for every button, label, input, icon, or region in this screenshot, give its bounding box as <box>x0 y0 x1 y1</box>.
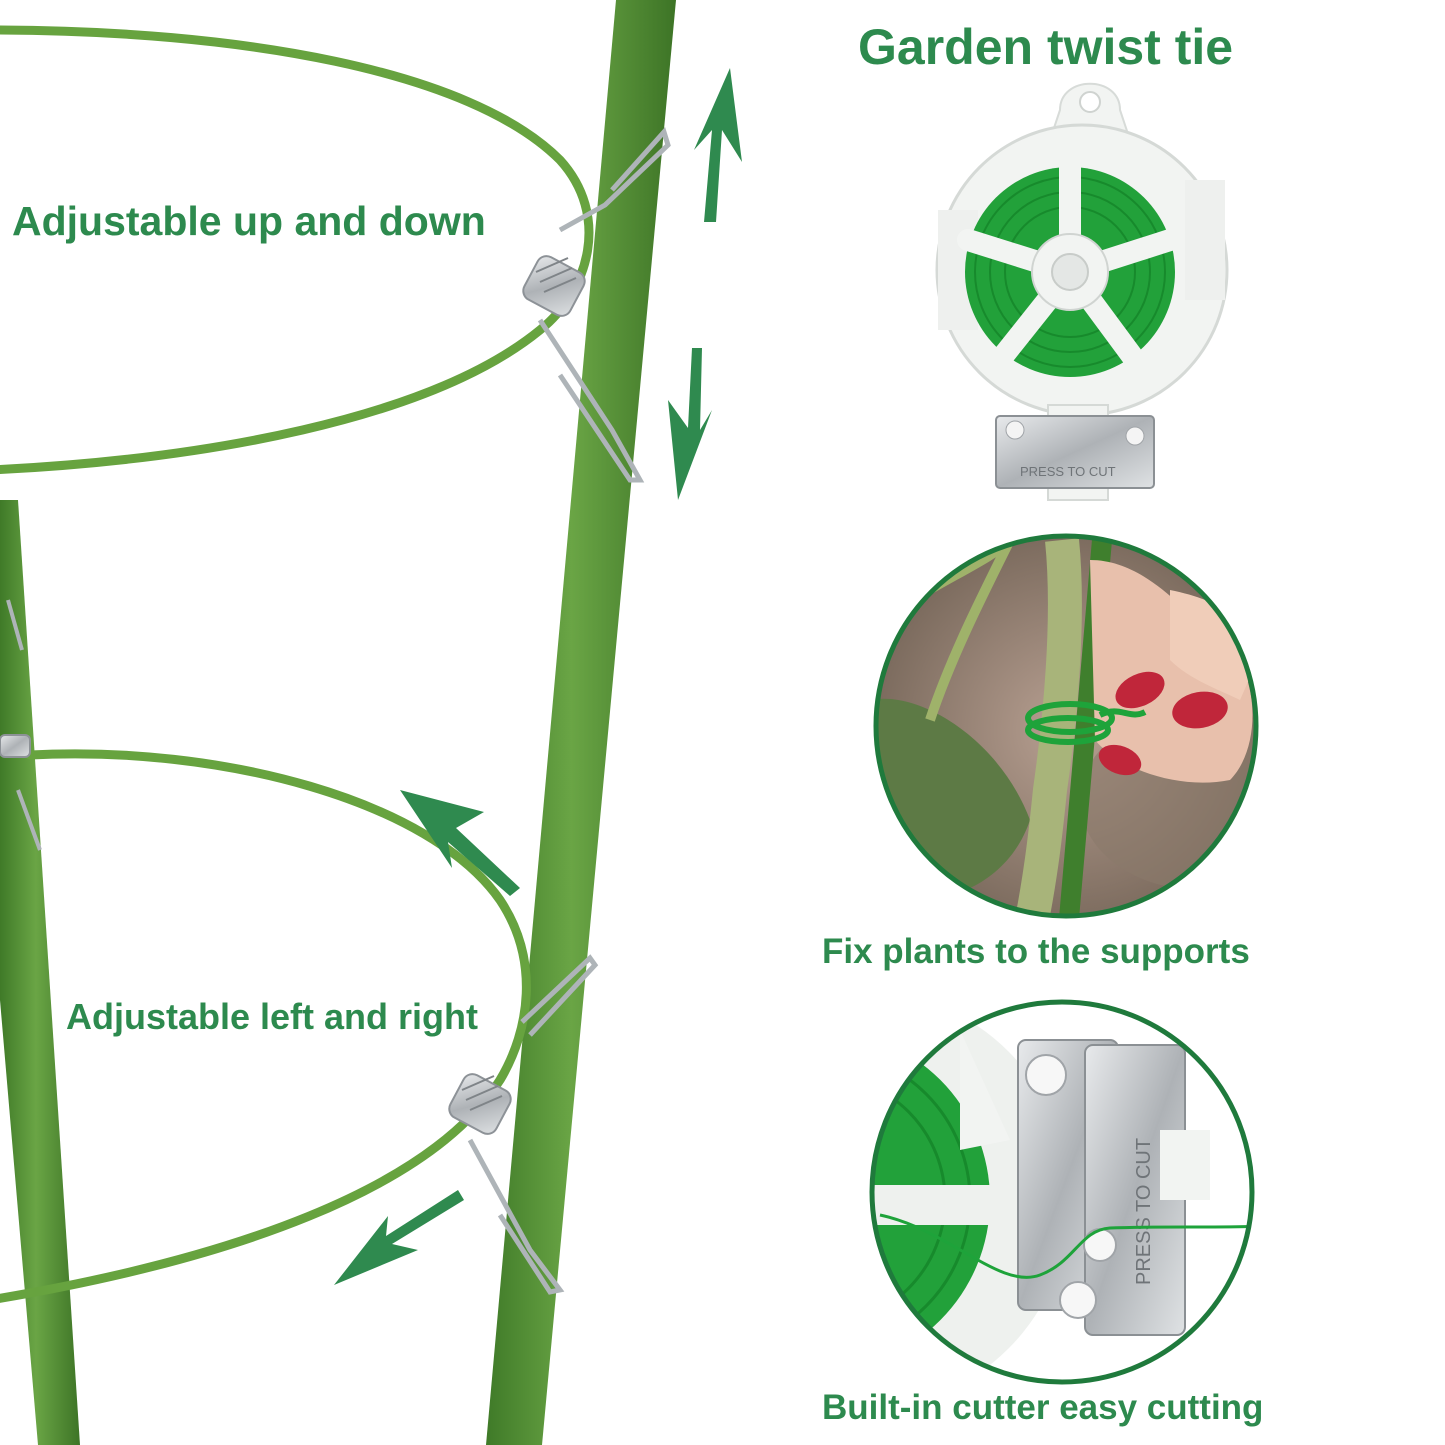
arrow-down-left-icon <box>334 1190 464 1285</box>
title: Garden twist tie <box>858 19 1234 75</box>
twist-tie-spool: PRESS TO CUT <box>935 82 1229 501</box>
label-adjustable-left-right: Adjustable left and right <box>66 996 479 1037</box>
upper-ring <box>0 25 594 474</box>
arrow-up-left-icon <box>400 790 520 896</box>
left-stake <box>0 500 80 1445</box>
arrow-up-icon <box>694 68 742 222</box>
label-built-in-cutter: Built-in cutter easy cutting <box>822 1388 1264 1427</box>
arrow-down-icon <box>668 348 712 500</box>
label-adjustable-up-down: Adjustable up and down <box>12 198 486 244</box>
cutter-text-rotated: PRESS TO CUT <box>1133 1138 1155 1285</box>
main-stake <box>486 0 676 1445</box>
lower-clip <box>448 954 599 1295</box>
cutter-plate <box>995 415 1155 489</box>
photo-cutter: PRESS TO CUT <box>869 999 1255 1385</box>
upper-clip <box>522 127 671 483</box>
lower-ring <box>0 749 531 1303</box>
left-clip <box>0 734 31 758</box>
photo-fix-plants <box>873 533 1259 919</box>
cutter-text: PRESS TO CUT <box>1020 464 1116 479</box>
plant-cage <box>0 0 742 1445</box>
label-fix-plants: Fix plants to the supports <box>822 932 1250 971</box>
